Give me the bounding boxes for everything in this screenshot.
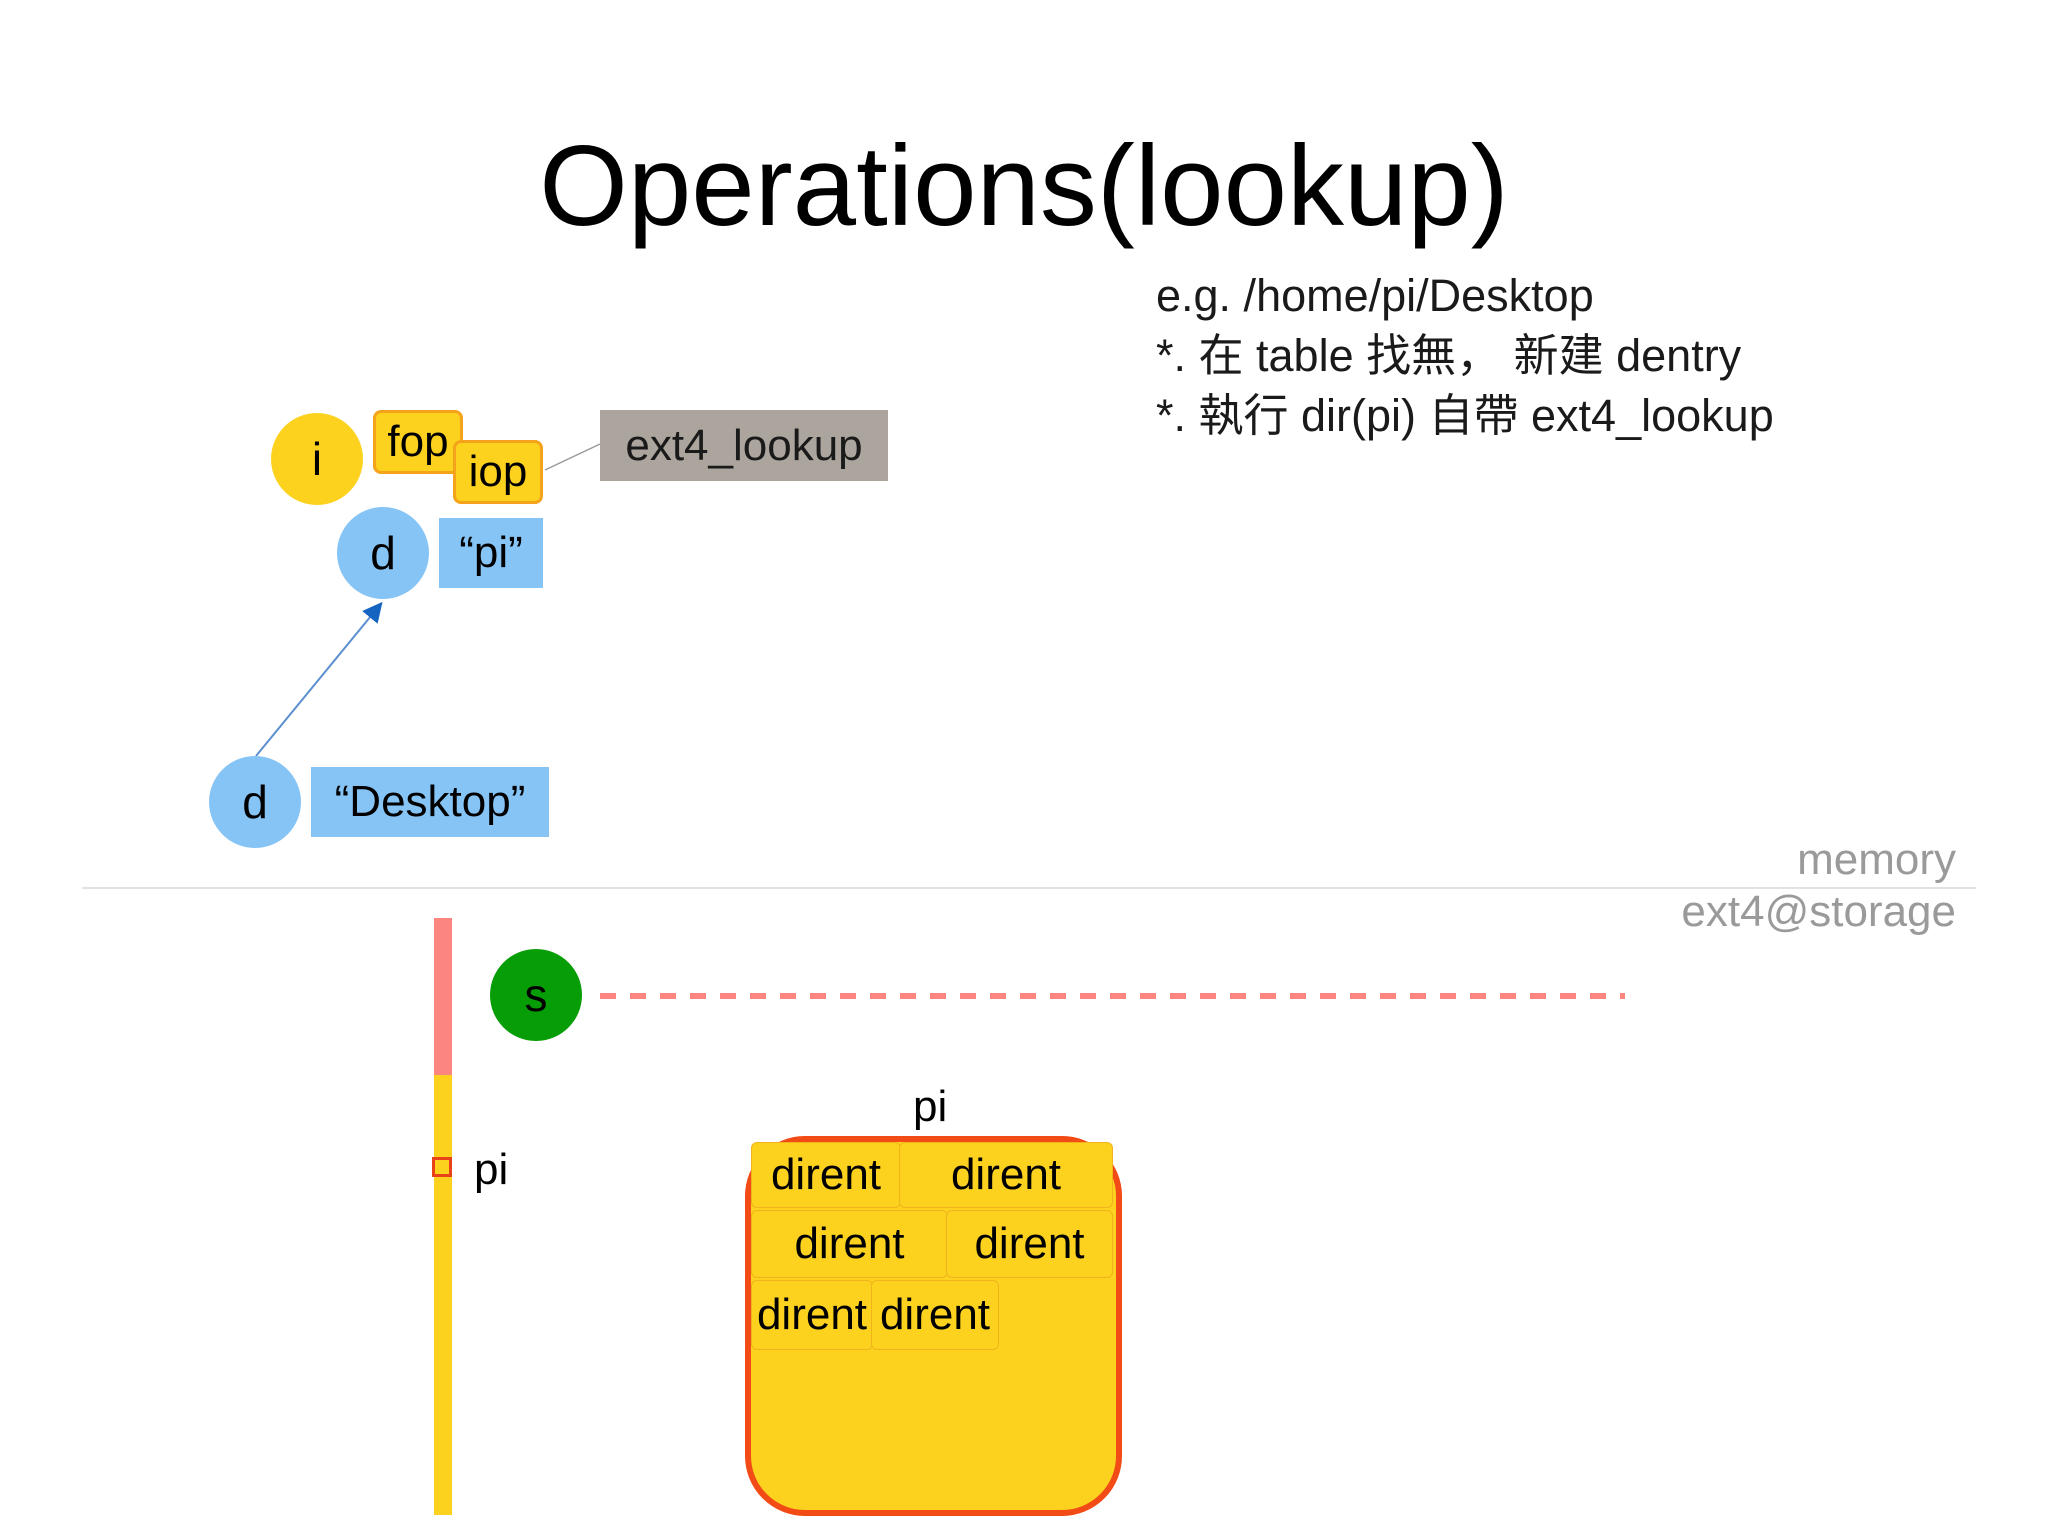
note-new-dentry: *. 在 table 找無， 新建 dentry bbox=[1156, 330, 1742, 381]
dentry-desktop-name-box: “Desktop” bbox=[311, 767, 549, 837]
fop-tag: fop bbox=[373, 410, 463, 474]
dentry-pi-name-box: “pi” bbox=[439, 518, 543, 588]
storage-region-label: ext4@storage bbox=[1681, 887, 1956, 936]
dirent-cell: dirent bbox=[751, 1280, 873, 1350]
note-ext4-lookup: *. 執行 dir(pi) 自帶 ext4_lookup bbox=[1156, 390, 1774, 441]
dirent-cell: dirent bbox=[871, 1280, 999, 1350]
inode-label: i bbox=[311, 433, 323, 485]
desktop-to-pi-arrow bbox=[255, 601, 383, 757]
dirent-cell: dirent bbox=[946, 1210, 1113, 1278]
pi-block-label: pi bbox=[913, 1082, 948, 1131]
iop-to-ext4-lookup-connector bbox=[544, 443, 601, 471]
ext4-lookup-label: ext4_lookup bbox=[625, 420, 863, 470]
pi-inode-label: pi bbox=[474, 1145, 509, 1194]
dirent-cell: dirent bbox=[751, 1210, 948, 1278]
inode-circle: i bbox=[271, 413, 363, 505]
iop-label: iop bbox=[468, 447, 528, 496]
dentry-pi-circle: d bbox=[337, 507, 429, 599]
iop-tag: iop bbox=[453, 440, 543, 504]
superblock-circle: s bbox=[490, 949, 582, 1041]
dentry-desktop-label: d bbox=[242, 776, 268, 828]
dentry-desktop-name: “Desktop” bbox=[334, 777, 526, 826]
note-example-path: e.g. /home/pi/Desktop bbox=[1156, 270, 1594, 321]
superblock-region-bar bbox=[434, 918, 452, 1075]
dentry-desktop-circle: d bbox=[209, 756, 301, 848]
memory-storage-divider bbox=[82, 887, 1976, 889]
superblock-label: s bbox=[524, 969, 548, 1021]
dirent-cell: dirent bbox=[899, 1142, 1113, 1208]
inode-table-bar bbox=[434, 1075, 452, 1515]
dentry-pi-name: “pi” bbox=[459, 528, 523, 577]
page-title: Operations(lookup) bbox=[539, 123, 1509, 250]
fop-label: fop bbox=[387, 417, 449, 466]
dirent-cell: dirent bbox=[751, 1142, 901, 1208]
pi-inode-marker bbox=[432, 1157, 452, 1177]
dentry-pi-label: d bbox=[370, 527, 396, 579]
memory-region-label: memory bbox=[1797, 835, 1956, 884]
ext4-lookup-box: ext4_lookup bbox=[600, 410, 888, 481]
notes-block: e.g. /home/pi/Desktop *. 在 table 找無， 新建 … bbox=[1156, 266, 1774, 446]
